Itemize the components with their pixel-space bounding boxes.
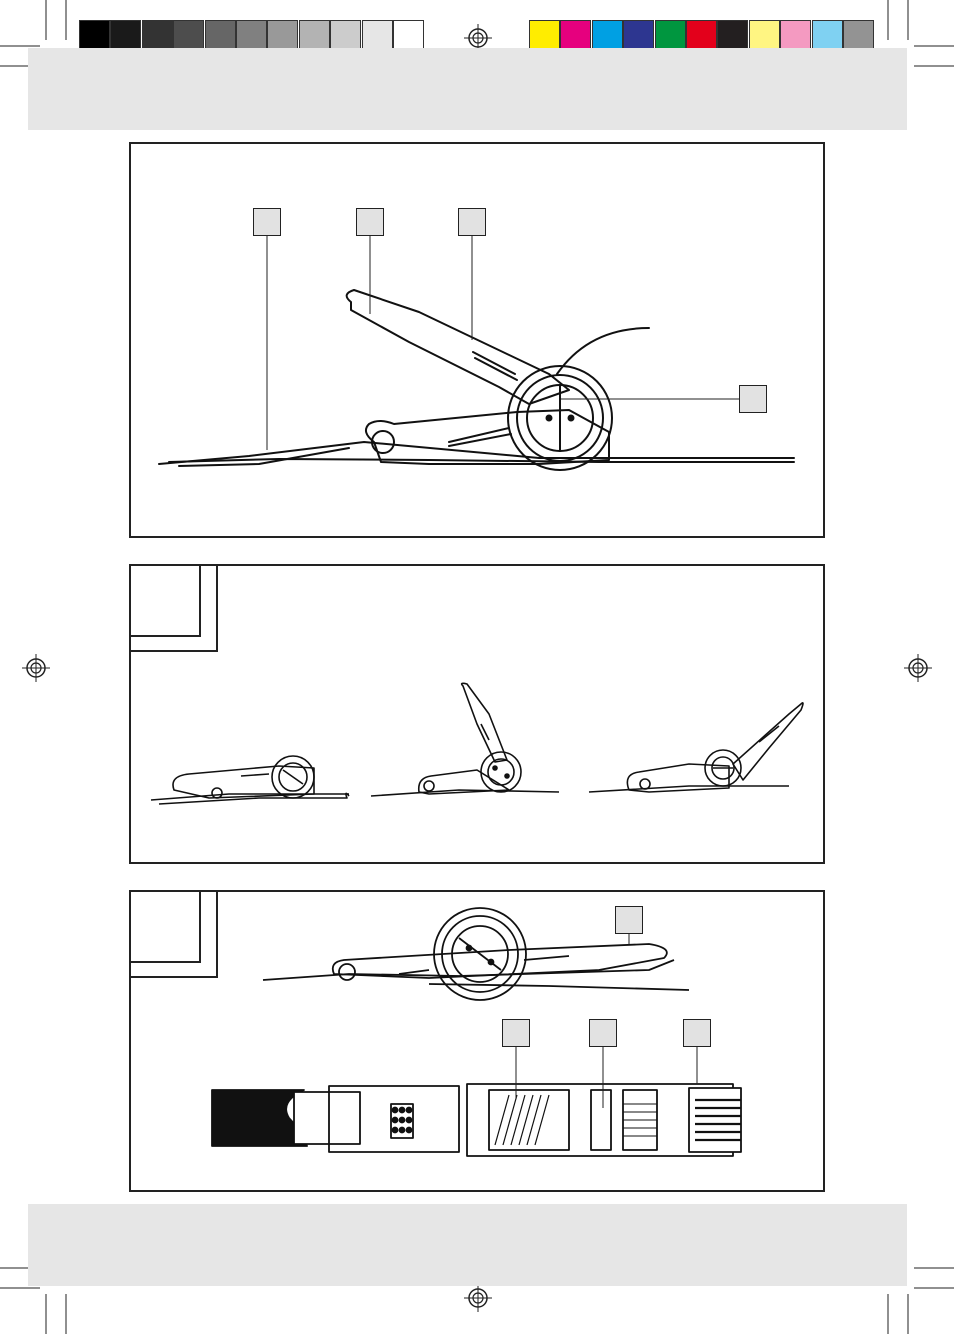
fig1-callout-2 xyxy=(356,208,384,236)
figure-3-tab xyxy=(129,890,201,963)
fig3-callout-3 xyxy=(589,1019,617,1047)
figure-3-ratchet-top-view xyxy=(211,1047,742,1157)
fig1-callout-1 xyxy=(253,208,281,236)
fig1-callout-3 xyxy=(458,208,486,236)
process-color-swatch xyxy=(686,20,717,51)
registration-mark-left xyxy=(22,654,50,682)
fig1-callout-4 xyxy=(739,385,767,413)
process-color-swatch xyxy=(560,20,592,51)
process-color-swatch xyxy=(623,20,655,51)
fig3-callout-4 xyxy=(683,1019,711,1047)
gray-swatch xyxy=(110,20,142,51)
fig3-callout-2 xyxy=(502,1019,530,1047)
gray-swatch xyxy=(173,20,205,51)
figure-3-ratchet-side-view xyxy=(262,907,690,1001)
fig3-callout-1 xyxy=(615,906,643,934)
process-color-swatch xyxy=(529,20,560,51)
figure-2-ratchet-positions xyxy=(150,682,804,805)
gray-swatch xyxy=(267,20,299,51)
gray-swatch xyxy=(393,20,424,51)
registration-mark-top xyxy=(464,24,492,52)
gray-swatch xyxy=(79,20,110,51)
process-color-swatch xyxy=(780,20,812,51)
registration-mark-right xyxy=(904,654,932,682)
header-band xyxy=(28,48,907,130)
gray-swatch xyxy=(330,20,362,51)
figure-1-ratchet-drawing xyxy=(158,236,795,471)
figure-2-panel xyxy=(129,564,825,864)
figure-3-tab-outline xyxy=(129,890,218,978)
gray-swatch xyxy=(298,20,330,51)
process-color-swatch xyxy=(717,20,749,51)
figure-2-tab-outline xyxy=(129,564,218,652)
registration-mark-bottom xyxy=(464,1284,492,1312)
footer-band xyxy=(28,1204,907,1286)
gray-swatch xyxy=(236,20,267,51)
figure-2-tab xyxy=(129,564,201,637)
